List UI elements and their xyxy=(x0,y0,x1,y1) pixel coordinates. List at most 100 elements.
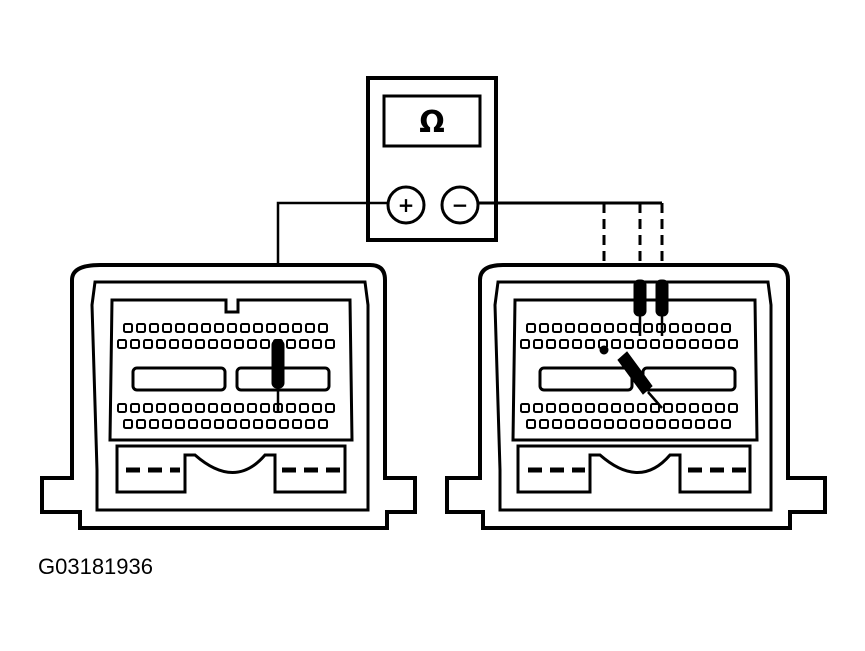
pin-cavity xyxy=(175,419,185,429)
pin-cavity xyxy=(305,419,315,429)
pin-cavity xyxy=(149,419,159,429)
pin-cavity xyxy=(578,419,588,429)
pin-cavity xyxy=(637,339,647,349)
pin-cavity xyxy=(637,403,647,413)
pin-cavity xyxy=(299,403,309,413)
right-connector-pins xyxy=(520,323,738,429)
right-probe-a xyxy=(633,279,647,336)
pin-cavity xyxy=(279,323,289,333)
pin-cavity xyxy=(578,323,588,333)
pin-cavity xyxy=(318,419,328,429)
pin-cavity xyxy=(188,419,198,429)
pin-cavity xyxy=(617,419,627,429)
pin-cavity xyxy=(208,403,218,413)
pin-cavity xyxy=(604,419,614,429)
pin-cavity xyxy=(663,403,673,413)
pin-cavity xyxy=(156,403,166,413)
pin-cavity xyxy=(266,419,276,429)
pin-cavity xyxy=(312,339,322,349)
left-connector xyxy=(40,263,417,530)
right-connector-inner-rim xyxy=(493,280,773,512)
pin-cavity xyxy=(695,419,705,429)
pin-cavity xyxy=(663,339,673,349)
pin-cavity xyxy=(546,339,556,349)
left-connector-inner-rim xyxy=(90,280,370,512)
pin-cavity xyxy=(156,339,166,349)
pin-cavity xyxy=(669,323,679,333)
pin-cavity xyxy=(195,339,205,349)
pin-cavity xyxy=(286,403,296,413)
pin-cavity xyxy=(130,403,140,413)
pin-cavity xyxy=(630,419,640,429)
pin-cavity xyxy=(702,403,712,413)
pin-cavity xyxy=(221,403,231,413)
pin-cavity xyxy=(702,339,712,349)
pin-cavity xyxy=(123,419,133,429)
pin-cavity xyxy=(279,419,289,429)
pin-cavity xyxy=(227,419,237,429)
pin-cavity xyxy=(552,323,562,333)
negative-terminal xyxy=(440,185,480,225)
negative-terminal-sign: − xyxy=(452,193,469,217)
pin-cavity xyxy=(299,339,309,349)
pin-cavity xyxy=(552,419,562,429)
left-connector-slot-a xyxy=(131,366,227,392)
left-probe xyxy=(271,339,285,412)
pin-cavity xyxy=(585,403,595,413)
pin-cavity xyxy=(682,419,692,429)
pin-cavity xyxy=(591,419,601,429)
pin-cavity xyxy=(149,323,159,333)
pin-cavity xyxy=(650,403,660,413)
pin-cavity xyxy=(559,339,569,349)
pin-cavity xyxy=(533,403,543,413)
pin-cavity xyxy=(130,339,140,349)
left-connector-housing xyxy=(40,263,417,530)
figure-id: G03181936 xyxy=(38,554,153,579)
pin-cavity xyxy=(286,339,296,349)
pin-cavity xyxy=(689,403,699,413)
pin-cavity xyxy=(728,339,738,349)
pin-cavity xyxy=(253,419,263,429)
pin-cavity xyxy=(143,339,153,349)
dashed-lead-junction xyxy=(599,345,609,355)
pin-cavity xyxy=(182,339,192,349)
pin-cavity xyxy=(292,323,302,333)
pin-cavity xyxy=(169,403,179,413)
pin-cavity xyxy=(227,323,237,333)
pin-cavity xyxy=(611,403,621,413)
pin-cavity xyxy=(604,323,614,333)
pin-cavity xyxy=(539,419,549,429)
pin-cavity xyxy=(591,323,601,333)
pin-cavity xyxy=(266,323,276,333)
pin-cavity xyxy=(292,419,302,429)
pin-cavity xyxy=(565,419,575,429)
pin-cavity xyxy=(656,419,666,429)
pin-cavity xyxy=(312,403,322,413)
pin-cavity xyxy=(526,419,536,429)
pin-cavity xyxy=(136,323,146,333)
pin-cavity xyxy=(715,403,725,413)
pin-cavity xyxy=(559,403,569,413)
pin-cavity xyxy=(669,419,679,429)
left-connector-pin-field xyxy=(108,298,354,442)
pin-cavity xyxy=(539,323,549,333)
pin-cavity xyxy=(611,339,621,349)
pin-cavity xyxy=(143,403,153,413)
positive-terminal-sign: + xyxy=(398,193,415,217)
pin-cavity xyxy=(117,403,127,413)
pin-cavity xyxy=(676,339,686,349)
pin-cavity xyxy=(721,419,731,429)
ohmmeter-display xyxy=(382,94,482,148)
pin-cavity xyxy=(305,323,315,333)
pin-cavity xyxy=(520,339,530,349)
pin-cavity xyxy=(240,323,250,333)
pin-cavity xyxy=(123,323,133,333)
pin-cavity xyxy=(214,323,224,333)
right-probe-b xyxy=(655,279,669,336)
pin-cavity xyxy=(617,323,627,333)
pin-cavity xyxy=(260,403,270,413)
pin-cavity xyxy=(572,339,582,349)
pin-cavity xyxy=(526,323,536,333)
pin-cavity xyxy=(253,323,263,333)
